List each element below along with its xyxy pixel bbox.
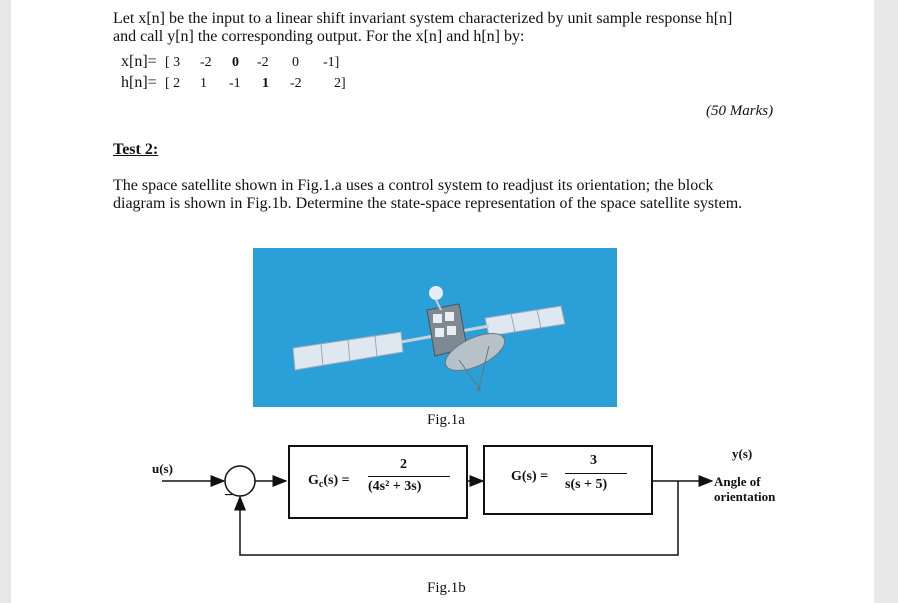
x-value: -1]: [323, 55, 340, 70]
output-desc-line-1: Angle of: [714, 474, 761, 489]
x-value: 0: [292, 55, 299, 70]
fig1b-caption: Fig.1b: [427, 580, 466, 596]
h-value: -1: [229, 76, 241, 91]
plant-block: G(s) = 3 s(s + 5): [483, 445, 653, 515]
output-label: y(s): [732, 446, 753, 461]
x-value: [ 3: [165, 55, 181, 70]
feedback-path: [234, 481, 679, 556]
problem-line-2: and call y[n] the corresponding output. …: [113, 28, 525, 45]
plant-denominator: s(s + 5): [565, 477, 608, 492]
satellite-image: [253, 248, 617, 407]
marks-label: (50 Marks): [706, 103, 774, 119]
plant-numerator: 3: [590, 453, 597, 468]
x-value: -2: [257, 55, 269, 70]
h-value: 1: [262, 76, 269, 91]
h-value: -2: [290, 76, 302, 91]
h-value: 1: [200, 76, 207, 91]
h-value: [ 2: [165, 76, 181, 91]
controller-lhs: Gc(s) =: [308, 473, 350, 490]
controller-fraction-bar: [368, 476, 450, 477]
plant-lhs: G(s) =: [511, 469, 549, 484]
test2-line-1: The space satellite shown in Fig.1.a use…: [113, 177, 714, 194]
problem-line-1: Let x[n] be the input to a linear shift …: [113, 10, 733, 27]
minus-sign: −: [224, 487, 234, 504]
output-desc-line-2: orientation: [714, 489, 776, 504]
x-label: x[n]=: [121, 53, 157, 70]
test2-heading: Test 2:: [113, 141, 159, 158]
plant-fraction-bar: [565, 473, 627, 474]
test2-line-2: diagram is shown in Fig.1b. Determine th…: [113, 195, 743, 212]
controller-numerator: 2: [400, 457, 407, 472]
fig1a-caption: Fig.1a: [427, 412, 465, 428]
h-label: h[n]=: [121, 74, 157, 91]
controller-block: Gc(s) = 2 (4s² + 3s): [288, 445, 468, 519]
input-label: u(s): [152, 461, 173, 476]
h-value: 2]: [334, 76, 346, 91]
x-value: 0: [232, 55, 239, 70]
satellite-illustration: [292, 286, 566, 391]
x-value: -2: [200, 55, 212, 70]
controller-denominator: (4s² + 3s): [368, 479, 422, 494]
